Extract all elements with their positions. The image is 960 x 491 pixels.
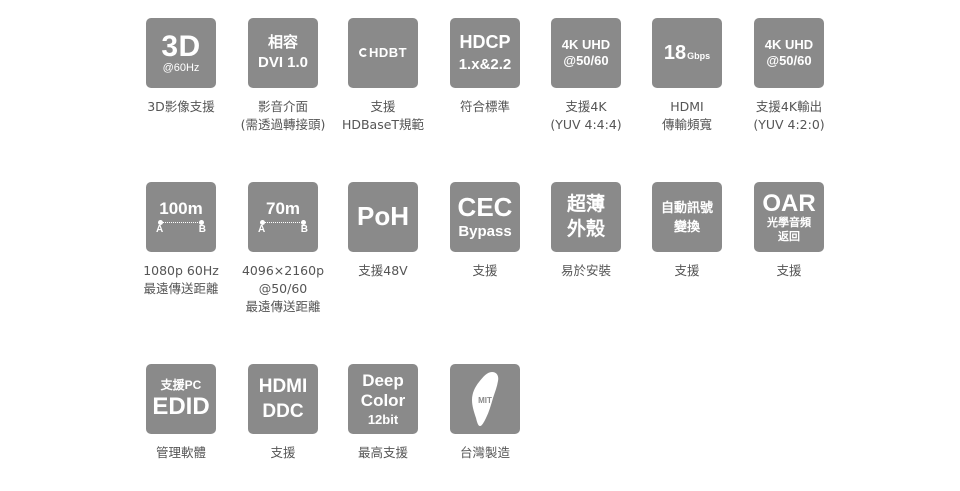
feature-edid: 支援PC EDID 管理軟體 xyxy=(131,364,231,462)
feature-cec: CEC Bypass 支援 xyxy=(435,182,535,280)
pc-edid-icon: 支援PC EDID xyxy=(146,364,216,434)
feature-mit: MIT 台灣製造 xyxy=(435,364,535,462)
feature-caption: 支援48V xyxy=(358,263,408,278)
cec-bypass-icon: CEC Bypass xyxy=(450,182,520,252)
a-to-b-icon: A B xyxy=(154,218,208,234)
feature-deep-color: Deep Color 12bit 最高支援 xyxy=(333,364,433,462)
auto-signal-switch-icon: 自動訊號 變換 xyxy=(652,182,722,252)
feature-poh: PoH 支援48V xyxy=(333,182,433,280)
poh-icon: PoH xyxy=(348,182,418,252)
feature-18gbps: 18 Gbps HDMI 傳輸頻寬 xyxy=(637,18,737,134)
hdmi-ddc-icon: HDMI DDC xyxy=(248,364,318,434)
feature-caption: 4096×2160p @50/60 最遠傳送距離 xyxy=(241,263,325,314)
a-to-b-icon: A B xyxy=(256,218,310,234)
18gbps-icon: 18 Gbps xyxy=(652,18,722,88)
taiwan-map-icon: MIT xyxy=(450,364,520,434)
feature-caption: 支援 xyxy=(270,445,296,460)
feature-oar: OAR 光學音頻 返回 支援 xyxy=(739,182,839,280)
4k-uhd-icon: 4K UHD @50/60 xyxy=(754,18,824,88)
feature-4k-420: 4K UHD @50/60 支援4K輸出 (YUV 4:2:0) xyxy=(739,18,839,134)
feature-caption: HDMI 傳輸頻寬 xyxy=(661,99,712,132)
feature-caption: 支援 xyxy=(776,263,802,278)
feature-caption: 支援4K (YUV 4:4:4) xyxy=(550,99,622,132)
feature-ddc: HDMI DDC 支援 xyxy=(233,364,333,462)
feature-caption: 台灣製造 xyxy=(459,445,510,460)
feature-caption: 支援 xyxy=(472,263,498,278)
feature-hdbaset: HDBT 支援 HDBaseT規範 xyxy=(333,18,433,134)
feature-dvi: 相容 DVI 1.0 影音介面 (需透過轉接頭) xyxy=(233,18,333,134)
feature-slim: 超薄 外殼 易於安裝 xyxy=(536,182,636,280)
feature-caption: 支援4K輸出 (YUV 4:2:0) xyxy=(753,99,825,132)
hdcp-icon: HDCP 1.x&2.2 xyxy=(450,18,520,88)
feature-100m: 100m A B 1080p 60Hz 最遠傳送距離 xyxy=(131,182,231,298)
feature-caption: 支援 xyxy=(674,263,700,278)
feature-4k-444: 4K UHD @50/60 支援4K (YUV 4:4:4) xyxy=(536,18,636,134)
oar-icon: OAR 光學音頻 返回 xyxy=(754,182,824,252)
feature-70m: 70m A B 4096×2160p @50/60 最遠傳送距離 xyxy=(233,182,333,316)
4k-uhd-icon: 4K UHD @50/60 xyxy=(551,18,621,88)
feature-caption: 支援 HDBaseT規範 xyxy=(341,99,425,132)
70m-distance-icon: 70m A B xyxy=(248,182,318,252)
feature-caption: 1080p 60Hz 最遠傳送距離 xyxy=(143,263,219,296)
feature-caption: 最高支援 xyxy=(357,445,408,460)
feature-caption: 符合標準 xyxy=(459,99,510,114)
feature-hdcp: HDCP 1.x&2.2 符合標準 xyxy=(435,18,535,116)
feature-3d: 3D @60Hz 3D影像支援 xyxy=(131,18,231,116)
feature-caption: 3D影像支援 xyxy=(147,99,215,114)
taiwan-outline-icon: MIT xyxy=(472,372,499,426)
svg-text:MIT: MIT xyxy=(478,396,492,405)
3d-60hz-icon: 3D @60Hz xyxy=(146,18,216,88)
feature-caption: 管理軟體 xyxy=(155,445,206,460)
hdbaset-logo-icon: HDBT xyxy=(348,18,418,88)
feature-auto-switch: 自動訊號 變換 支援 xyxy=(637,182,737,280)
feature-caption: 影音介面 (需透過轉接頭) xyxy=(240,99,326,132)
100m-distance-icon: 100m A B xyxy=(146,182,216,252)
slim-housing-icon: 超薄 外殼 xyxy=(551,182,621,252)
feature-caption: 易於安裝 xyxy=(560,263,611,278)
deep-color-icon: Deep Color 12bit xyxy=(348,364,418,434)
dvi-compatible-icon: 相容 DVI 1.0 xyxy=(248,18,318,88)
